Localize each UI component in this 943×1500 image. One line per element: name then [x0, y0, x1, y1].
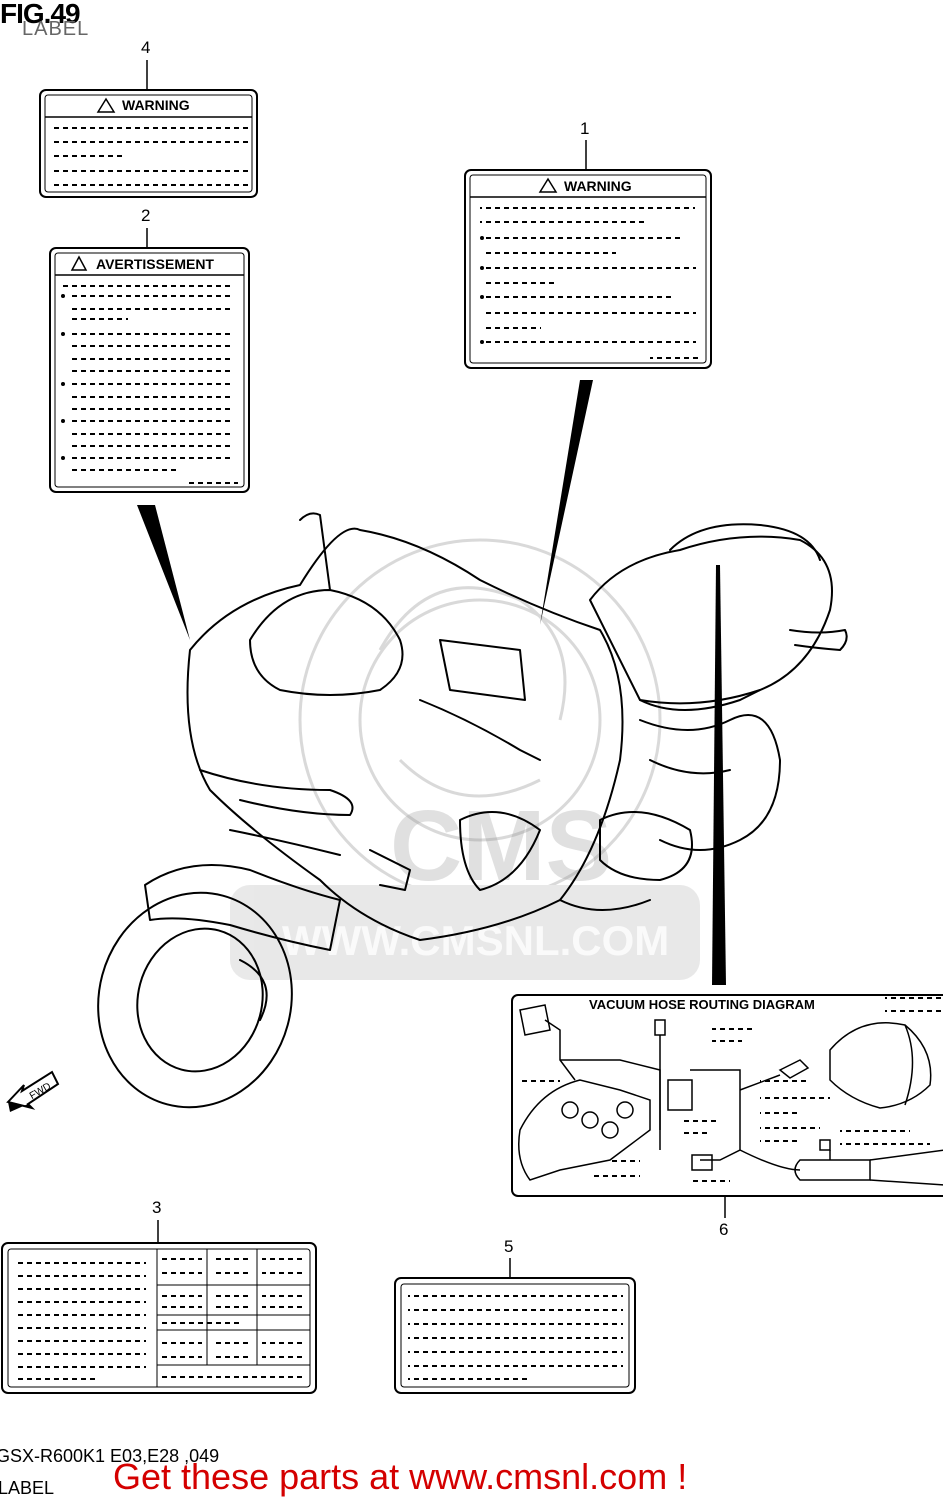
figure-subtitle: LABEL	[22, 18, 90, 40]
warning-triangle-icon	[70, 255, 88, 271]
label-4-warning	[39, 89, 258, 198]
pointer-label-6	[712, 565, 726, 985]
label-1-title: WARNING	[564, 178, 632, 194]
pointer-label-2	[137, 505, 190, 640]
label-2-title: AVERTISSEMENT	[96, 256, 214, 272]
callout-2: 2	[141, 206, 151, 225]
label-2-avertissement	[49, 247, 250, 493]
callout-6: 6	[719, 1220, 729, 1239]
fwd-arrow-icon: FWD	[6, 1070, 60, 1112]
label-5-info	[394, 1277, 636, 1394]
warning-triangle-icon	[538, 177, 558, 193]
pointer-label-1	[540, 380, 593, 625]
label-4-title: WARNING	[122, 97, 190, 113]
warning-triangle-icon	[96, 97, 116, 113]
label-1-warning	[464, 169, 712, 369]
label-6-title: VACUUM HOSE ROUTING DIAGRAM	[589, 997, 815, 1012]
footer-model: GSX-R600K1 E03,E28 ,049	[0, 1446, 220, 1466]
footer-subtitle: LABEL	[0, 1478, 55, 1498]
watermark-logo	[230, 538, 700, 980]
figure-title: FIG.49	[0, 0, 81, 29]
callout-3: 3	[152, 1198, 162, 1217]
watermark-center: WWW.CMSNL.COM	[282, 917, 669, 964]
motorcycle-illustration	[97, 512, 848, 1109]
callout-4: 4	[141, 38, 151, 57]
callout-5: 5	[504, 1237, 514, 1256]
callout-1: 1	[580, 119, 590, 138]
label-6-vacuum-hose-diagram	[511, 994, 943, 1197]
label-3-info	[1, 1242, 317, 1394]
watermark-logo-text: CMS	[390, 790, 612, 902]
watermark-link[interactable]: Get these parts at www.cmsnl.com !	[113, 1456, 688, 1497]
